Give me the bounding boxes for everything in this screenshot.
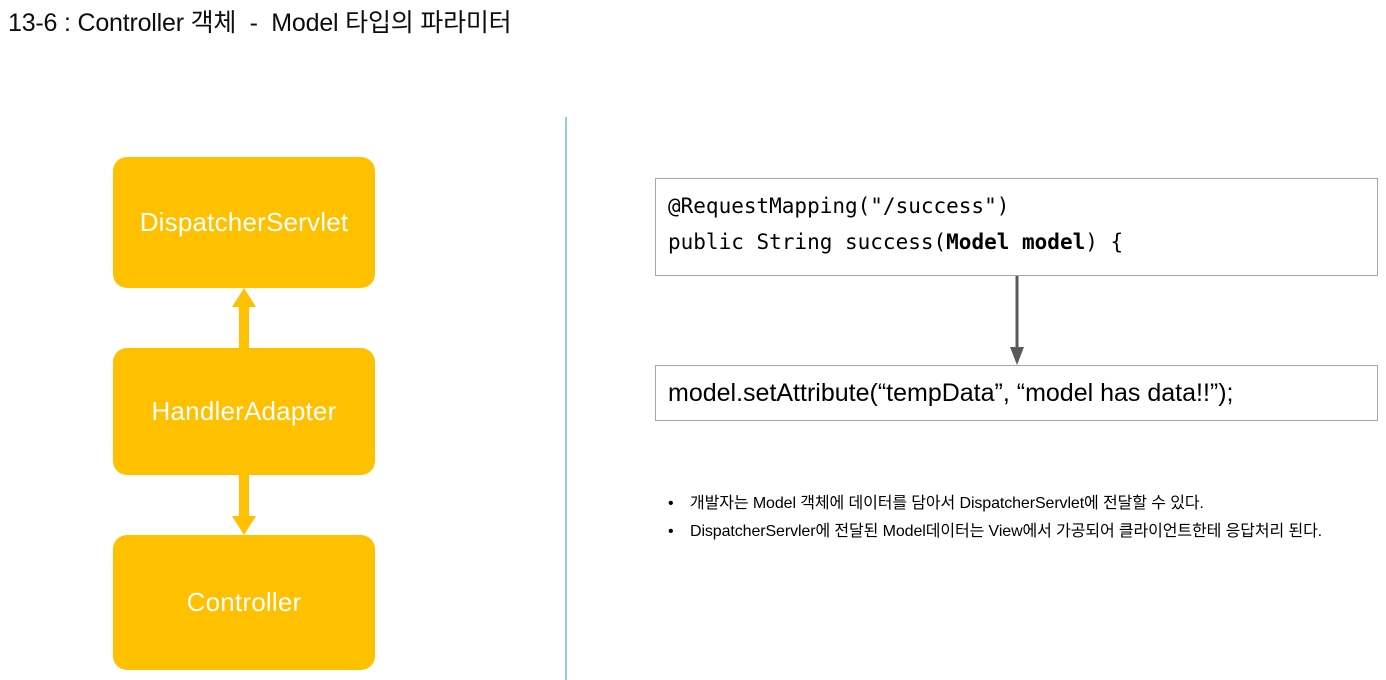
bullet-marker-icon: • [668, 523, 674, 540]
flow-box-controller[interactable]: Controller [113, 535, 375, 670]
list-item-text: 개발자는 Model 객체에 데이터를 담아서 DispatcherServle… [690, 495, 1204, 512]
code-snippet-set-attribute: model.setAttribute(“tempData”, “model ha… [655, 365, 1378, 421]
vertical-divider [565, 117, 567, 680]
flow-diagram: DispatcherServlet HandlerAdapter Control… [0, 0, 560, 680]
code-line-1: @RequestMapping("/success") [668, 194, 1010, 218]
list-item: • 개발자는 Model 객체에 데이터를 담아서 DispatcherServ… [662, 490, 1372, 518]
flow-box-label: HandlerAdapter [151, 396, 337, 426]
code-line-2-model-param: Model model [946, 230, 1086, 254]
code-snippet-method-signature: @RequestMapping("/success") public Strin… [655, 178, 1378, 276]
bullet-list: • 개발자는 Model 객체에 데이터를 담아서 DispatcherServ… [662, 490, 1372, 546]
flow-box-handler-adapter[interactable]: HandlerAdapter [113, 348, 375, 475]
code-line: model.setAttribute(“tempData”, “model ha… [668, 378, 1234, 407]
page-title: 13-6 : Controller 객체 - Model 타입의 파라미터 [8, 9, 512, 37]
code-line-2-suffix: ) { [1085, 230, 1124, 254]
arrow-up-icon [231, 288, 257, 348]
flow-box-label: DispatcherServlet [139, 207, 349, 237]
flow-box-label: Controller [186, 587, 302, 617]
list-item-text: DispatcherServler에 전달된 Model데이터는 View에서 … [690, 523, 1323, 540]
arrow-down-icon [1008, 276, 1026, 365]
arrow-down-icon [231, 475, 257, 535]
list-item: • DispatcherServler에 전달된 Model데이터는 View에… [662, 518, 1372, 546]
code-line-2-prefix: public String success( [668, 230, 947, 254]
flow-box-dispatcher-servlet[interactable]: DispatcherServlet [113, 157, 375, 288]
bullet-marker-icon: • [668, 495, 674, 512]
